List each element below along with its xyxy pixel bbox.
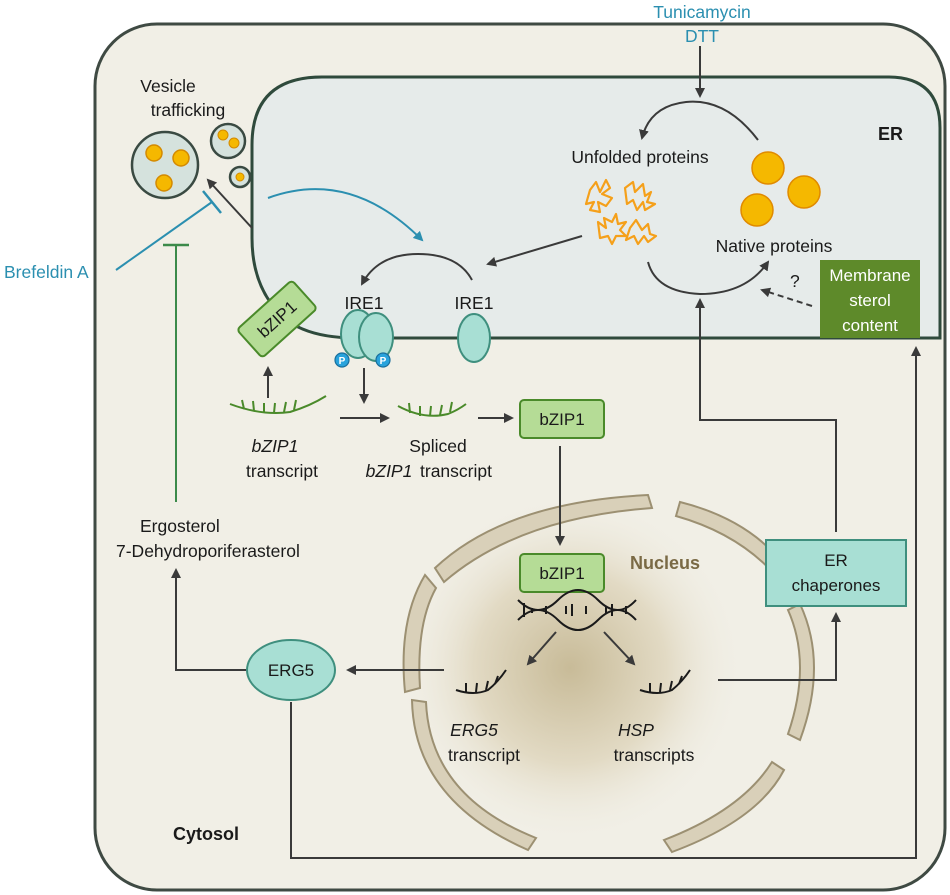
ire1-monomer bbox=[457, 313, 491, 363]
sterol-label-1: Ergosterol bbox=[140, 516, 220, 536]
bzip1-cytosol-box bbox=[519, 399, 605, 439]
chaperone-to-er-arrow bbox=[695, 298, 837, 532]
ire1-left-label: IRE1 bbox=[345, 293, 384, 313]
membrane-sterol-label-1: Membrane bbox=[829, 266, 910, 285]
unfolded-to-ire1-arrow bbox=[486, 235, 583, 267]
vesicle-to-er-arrow bbox=[267, 188, 424, 242]
bzip1-nucleus-label: bZIP1 bbox=[539, 564, 584, 583]
erg5-transcript-mrna bbox=[455, 669, 507, 694]
spliced-transcript-mrna bbox=[397, 401, 467, 417]
vesicle-cargo bbox=[217, 129, 229, 141]
dna-to-erg5-arrow bbox=[526, 631, 557, 666]
membrane-sterol-label-2: sterol bbox=[849, 291, 891, 310]
nuclear-envelope bbox=[402, 493, 815, 854]
sterol-effect-question: ? bbox=[790, 271, 800, 291]
svg-text:P: P bbox=[380, 356, 387, 367]
phospho-site bbox=[334, 352, 350, 368]
membrane-sterol-label-3: content bbox=[842, 316, 898, 335]
erg5-protein bbox=[246, 639, 336, 701]
bzip1-transcript-mrna bbox=[229, 395, 327, 414]
er-chaperones-box bbox=[765, 539, 907, 607]
sterol-effect-dashed-arrow bbox=[760, 287, 813, 307]
dna-to-hsp-arrow bbox=[603, 631, 636, 666]
bzip1-cytosol-label: bZIP1 bbox=[539, 410, 584, 429]
nucleus-label: Nucleus bbox=[630, 553, 700, 573]
er-chaperones-label-1: ER bbox=[824, 551, 848, 570]
native-proteins bbox=[740, 151, 821, 227]
bzip1-transcript-word: transcript bbox=[246, 461, 318, 481]
er-chaperones-label-2: chaperones bbox=[792, 576, 881, 595]
hsp-to-chaperone-arrow bbox=[718, 612, 841, 681]
vesicle-label-1: Vesicle bbox=[140, 76, 195, 96]
vesicle-cargo bbox=[145, 144, 163, 162]
unfolded-proteins bbox=[584, 178, 658, 246]
cytosol-label: Cytosol bbox=[173, 824, 239, 844]
phospho-site bbox=[375, 352, 391, 368]
sterol-label-2: 7-Dehydroporiferasterol bbox=[116, 541, 300, 561]
hsp-transcript-mrna bbox=[639, 669, 691, 694]
unfolded-proteins-label: Unfolded proteins bbox=[571, 147, 708, 167]
brefeldin-label: Brefeldin A bbox=[4, 262, 89, 282]
er-label: ER bbox=[878, 124, 903, 144]
bzip1-nucleus-box bbox=[519, 553, 605, 593]
spliced-transcript-word: transcript bbox=[420, 461, 492, 481]
unfolding-arrow bbox=[639, 100, 759, 141]
brefeldin-inhibition bbox=[115, 201, 213, 271]
erg5-transcript-name: ERG5 bbox=[450, 720, 498, 740]
vesicle-group bbox=[130, 122, 252, 200]
er-to-vesicle-arrow bbox=[206, 178, 253, 229]
hsp-transcript-name: HSP bbox=[618, 720, 654, 740]
erg5-to-sterol-arrow bbox=[171, 568, 246, 671]
ire1-dimerization-arrow bbox=[361, 252, 473, 286]
hsp-transcript-word: transcripts bbox=[614, 745, 695, 765]
spliced-transcript-name: bZIP1 bbox=[366, 461, 413, 481]
tunicamycin-label: Tunicamycin bbox=[653, 2, 751, 22]
vesicle-cargo bbox=[228, 137, 240, 149]
spliced-transcript-line1: Spliced bbox=[409, 436, 466, 456]
nucleus-interior bbox=[395, 493, 745, 843]
dtt-label: DTT bbox=[685, 26, 719, 46]
erg5-transcript-word: transcript bbox=[448, 745, 520, 765]
vesicle-cargo bbox=[235, 172, 245, 182]
brefeldin-inhibition-bar bbox=[202, 190, 222, 214]
native-proteins-label: Native proteins bbox=[716, 236, 833, 256]
erg5-to-membrane-sterol-arrow bbox=[290, 346, 921, 859]
ire1-dimer: P P bbox=[334, 309, 394, 368]
vesicle-cargo bbox=[172, 149, 190, 167]
svg-text:P: P bbox=[339, 356, 346, 367]
vesicle-cargo bbox=[155, 174, 173, 192]
vesicle-label-2: trafficking bbox=[151, 100, 226, 120]
membrane-sterol-box bbox=[820, 260, 920, 338]
small-vesicle bbox=[209, 122, 247, 160]
dna-helix bbox=[517, 589, 637, 631]
erg5-protein-label: ERG5 bbox=[268, 661, 314, 680]
bzip1-transcript-name: bZIP1 bbox=[252, 436, 299, 456]
ire1-right-label: IRE1 bbox=[455, 293, 494, 313]
refolding-arrow bbox=[647, 260, 770, 296]
